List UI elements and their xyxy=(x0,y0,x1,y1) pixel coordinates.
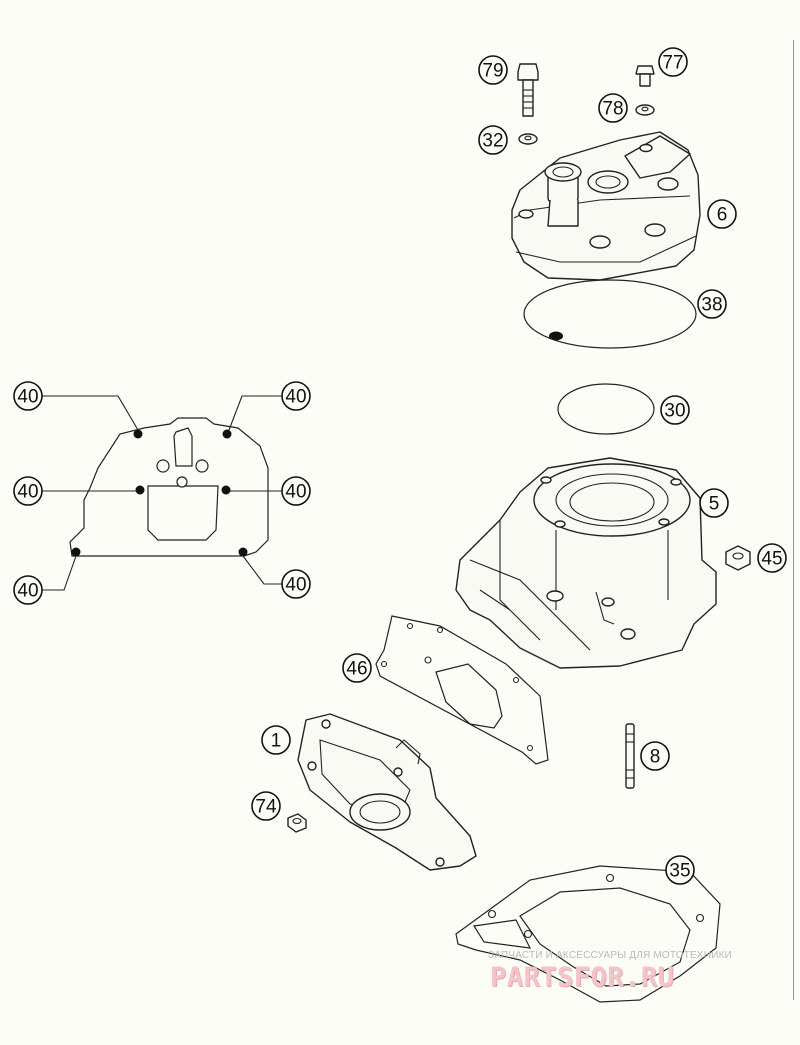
callout-35-label: 35 xyxy=(669,861,690,882)
callout-40-label: 40 xyxy=(285,387,306,408)
callout-6: 6 xyxy=(707,199,737,229)
callout-32: 32 xyxy=(478,125,508,155)
callout-40-bottom-right: 40 xyxy=(281,569,311,599)
callout-78: 78 xyxy=(598,93,628,123)
callout-40-top-left: 40 xyxy=(13,381,43,411)
nut-74 xyxy=(287,813,307,833)
callout-46: 46 xyxy=(342,653,372,683)
callout-38-label: 38 xyxy=(701,295,722,316)
gasket-46 xyxy=(375,615,549,765)
intake-flange-1 xyxy=(297,713,477,871)
callout-45: 45 xyxy=(757,543,787,573)
callout-6-label: 6 xyxy=(717,205,728,226)
callout-77-label: 77 xyxy=(662,53,683,74)
stud-8 xyxy=(625,723,635,789)
callout-38: 38 xyxy=(697,289,727,319)
callout-30-label: 30 xyxy=(664,401,685,422)
washer-32 xyxy=(518,133,538,145)
callout-5-label: 5 xyxy=(709,494,720,515)
callout-46-label: 46 xyxy=(346,659,367,680)
o-ring-38 xyxy=(523,279,697,349)
callout-8-label: 8 xyxy=(650,747,661,768)
callout-78-label: 78 xyxy=(602,99,623,120)
callout-74-label: 74 xyxy=(255,797,277,818)
callout-40-mid-right: 40 xyxy=(281,476,311,506)
washer-78 xyxy=(635,104,655,116)
watermark-caption: ЗАПЧАСТИ И АКСЕССУАРЫ ДЛЯ МОТОТЕХНИКИ xyxy=(488,950,733,961)
callout-40-label: 40 xyxy=(17,482,38,503)
nut-45 xyxy=(725,545,751,571)
callout-40-label: 40 xyxy=(17,581,38,602)
o-ring-30 xyxy=(557,383,655,435)
callout-1: 1 xyxy=(261,725,291,755)
callout-8: 8 xyxy=(640,741,670,771)
callout-40-label: 40 xyxy=(17,387,38,408)
callout-40-top-right: 40 xyxy=(281,381,311,411)
callout-30: 30 xyxy=(660,395,690,425)
callout-74: 74 xyxy=(251,791,281,821)
base-gasket-35 xyxy=(455,865,721,1003)
callout-40-label: 40 xyxy=(285,482,306,503)
bolt-79 xyxy=(517,63,539,117)
watermark-logo: PARTSFOR.RU xyxy=(490,962,675,993)
callout-40-mid-left: 40 xyxy=(13,476,43,506)
callout-32-label: 32 xyxy=(482,131,503,152)
callout-40-bottom-left: 40 xyxy=(13,575,43,605)
callout-79: 79 xyxy=(478,55,508,85)
callout-79-label: 79 xyxy=(482,61,503,82)
callout-77: 77 xyxy=(658,47,688,77)
callout-5: 5 xyxy=(699,488,729,518)
cylinder-5 xyxy=(455,457,717,669)
page-border xyxy=(793,40,794,1000)
callout-40-label: 40 xyxy=(285,575,306,596)
bolt-77 xyxy=(635,65,655,87)
callout-35: 35 xyxy=(665,855,695,885)
leader-lines xyxy=(42,395,282,591)
watermark: ЗАПЧАСТИ И АКСЕССУАРЫ ДЛЯ МОТОТЕХНИКИ PA… xyxy=(488,950,788,1000)
callout-45-label: 45 xyxy=(761,549,782,570)
sealing-detail-drawing xyxy=(69,417,269,557)
callout-1-label: 1 xyxy=(271,731,282,752)
cylinder-head-6 xyxy=(511,131,701,281)
